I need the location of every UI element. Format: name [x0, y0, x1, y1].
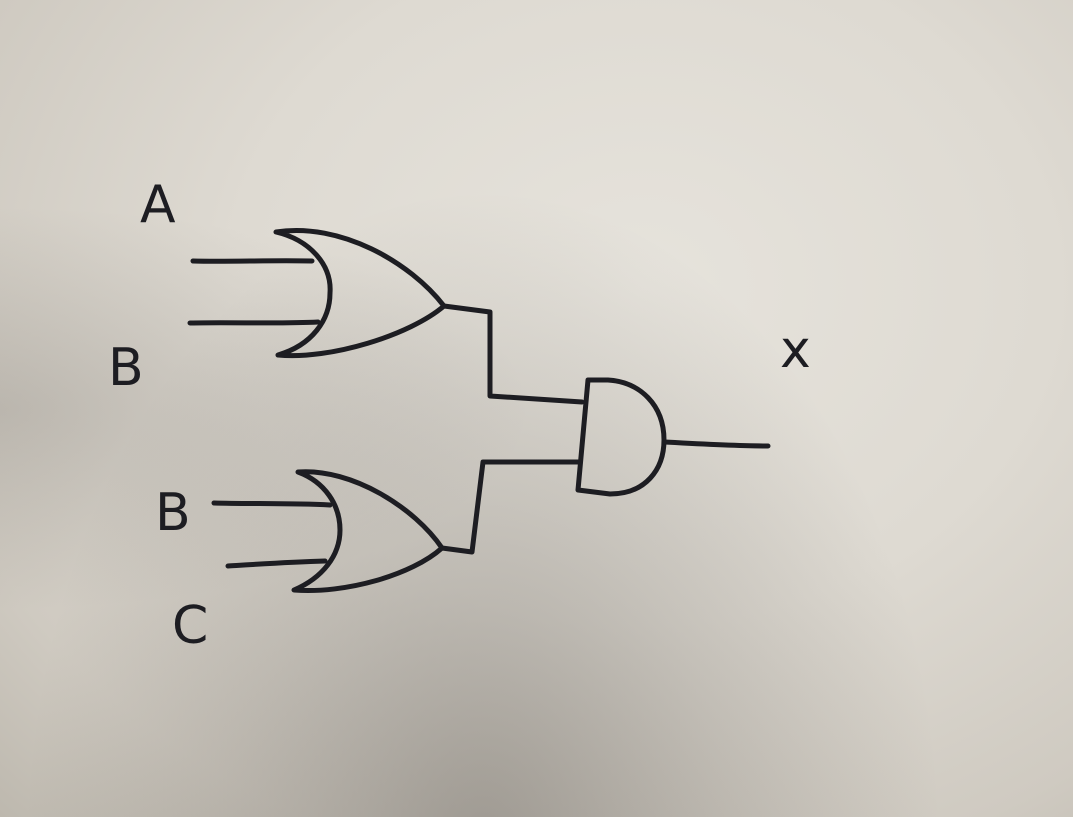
- wire-or-top-to-and: [441, 303, 585, 405]
- wire-b-top: [187, 319, 321, 326]
- or-gate-bottom: [291, 469, 445, 594]
- or-gate-top: [273, 228, 447, 359]
- input-label-b-bottom: B: [155, 483, 191, 543]
- input-label-a: A: [140, 175, 176, 235]
- wire-c: [225, 558, 328, 569]
- input-label-b-top: B: [108, 338, 144, 398]
- wire-or-bottom-to-and: [439, 459, 583, 555]
- wire-b-bottom: [211, 500, 333, 508]
- input-label-c: C: [172, 596, 208, 656]
- and-gate: [575, 377, 667, 497]
- wire-output-x: [661, 439, 771, 449]
- wire-a: [190, 258, 315, 264]
- output-label-x: x: [780, 320, 811, 380]
